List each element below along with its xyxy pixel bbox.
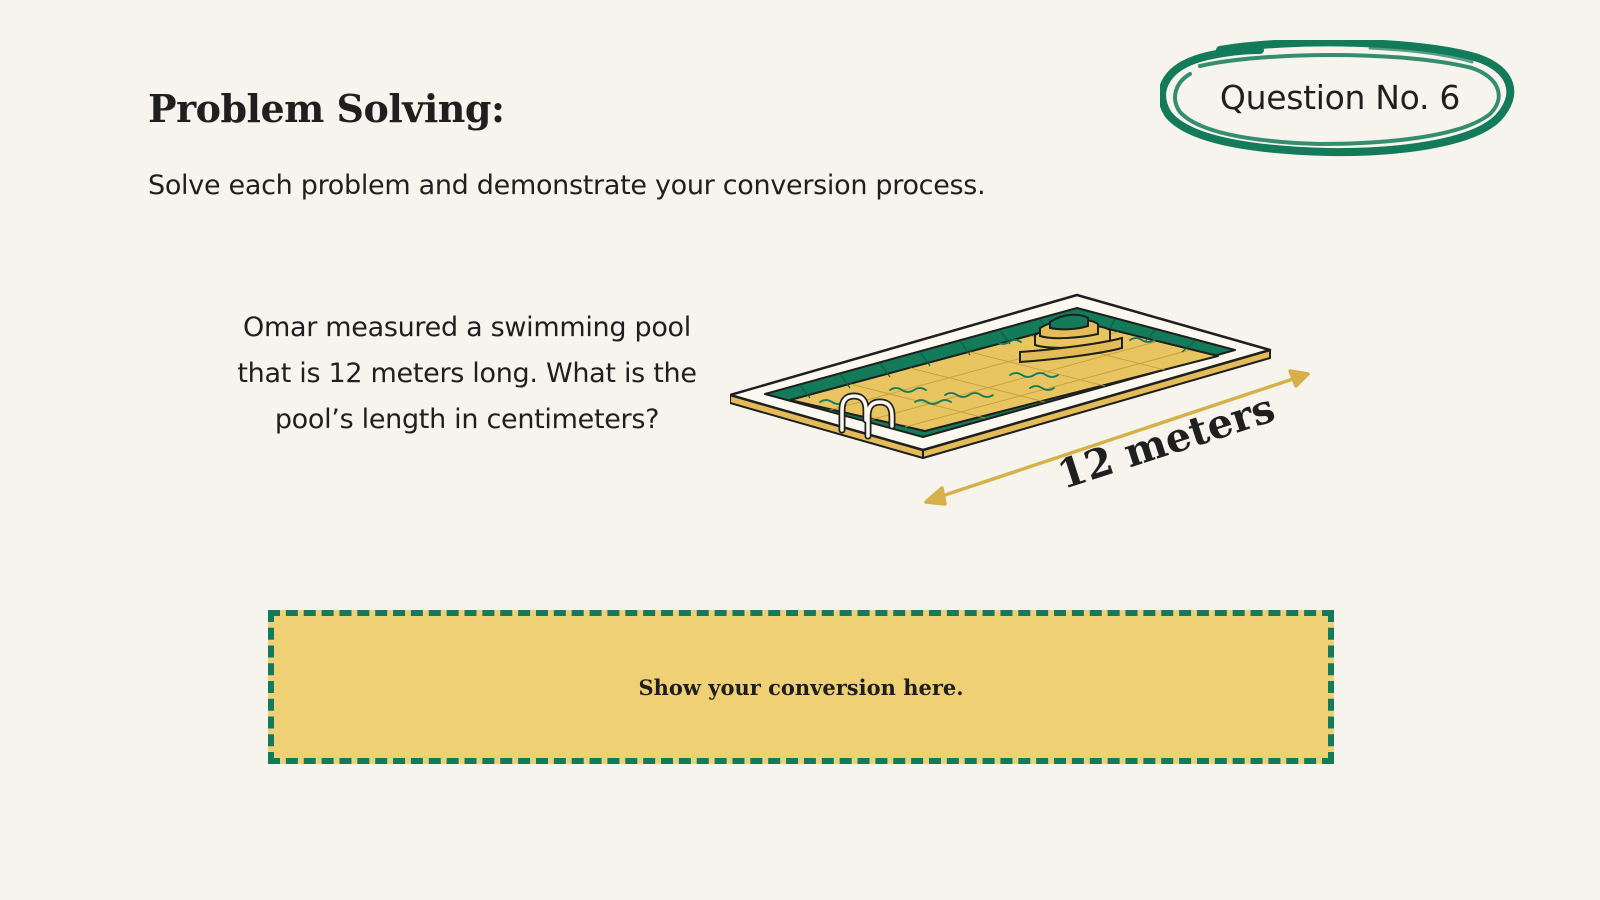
brush-circle-icon: [1160, 40, 1515, 157]
question-badge: Question No. 6: [1160, 40, 1520, 160]
answer-box[interactable]: Show your conversion here.: [268, 610, 1334, 764]
page-title: Problem Solving:: [148, 86, 505, 131]
question-number: Question No. 6: [1219, 78, 1461, 117]
swimming-pool-icon: [728, 293, 1310, 506]
swimming-pool-illustration: [728, 290, 1350, 534]
answer-placeholder: Show your conversion here.: [638, 674, 964, 700]
instructions-text: Solve each problem and demonstrate your …: [148, 170, 986, 201]
problem-text: Omar measured a swimming pool that is 12…: [237, 312, 697, 435]
